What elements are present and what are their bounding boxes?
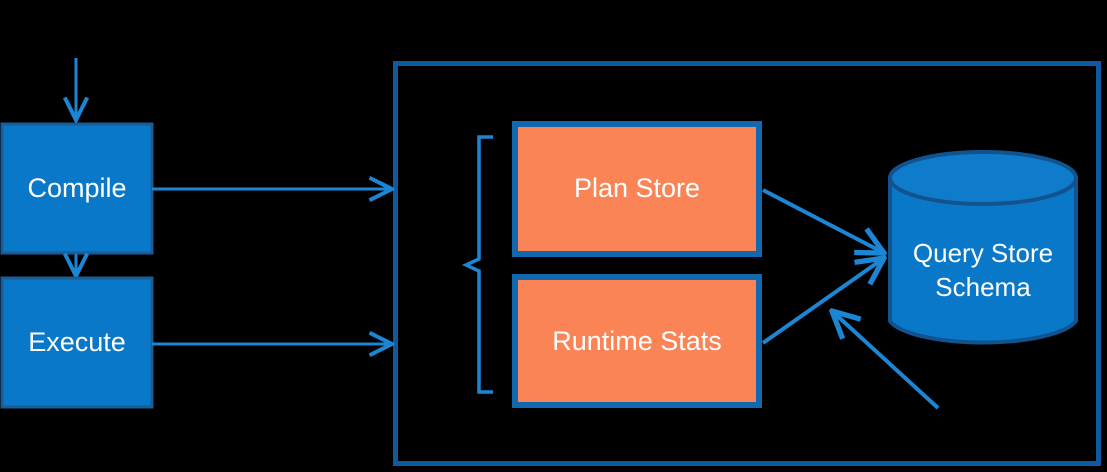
query-store-schema-cylinder[interactable] [888, 150, 1078, 345]
grouping-brace-icon [461, 135, 493, 394]
runtime-stats-box[interactable] [512, 274, 762, 408]
execute-box[interactable] [0, 276, 154, 409]
plan-store-box[interactable] [512, 121, 762, 257]
query-store-container [393, 61, 1101, 466]
connector-runtime-stats-to-schema [761, 258, 884, 345]
connector-plan-store-to-schema [762, 188, 884, 253]
compile-box[interactable] [0, 122, 154, 255]
connector-external-to-schema [832, 311, 940, 410]
